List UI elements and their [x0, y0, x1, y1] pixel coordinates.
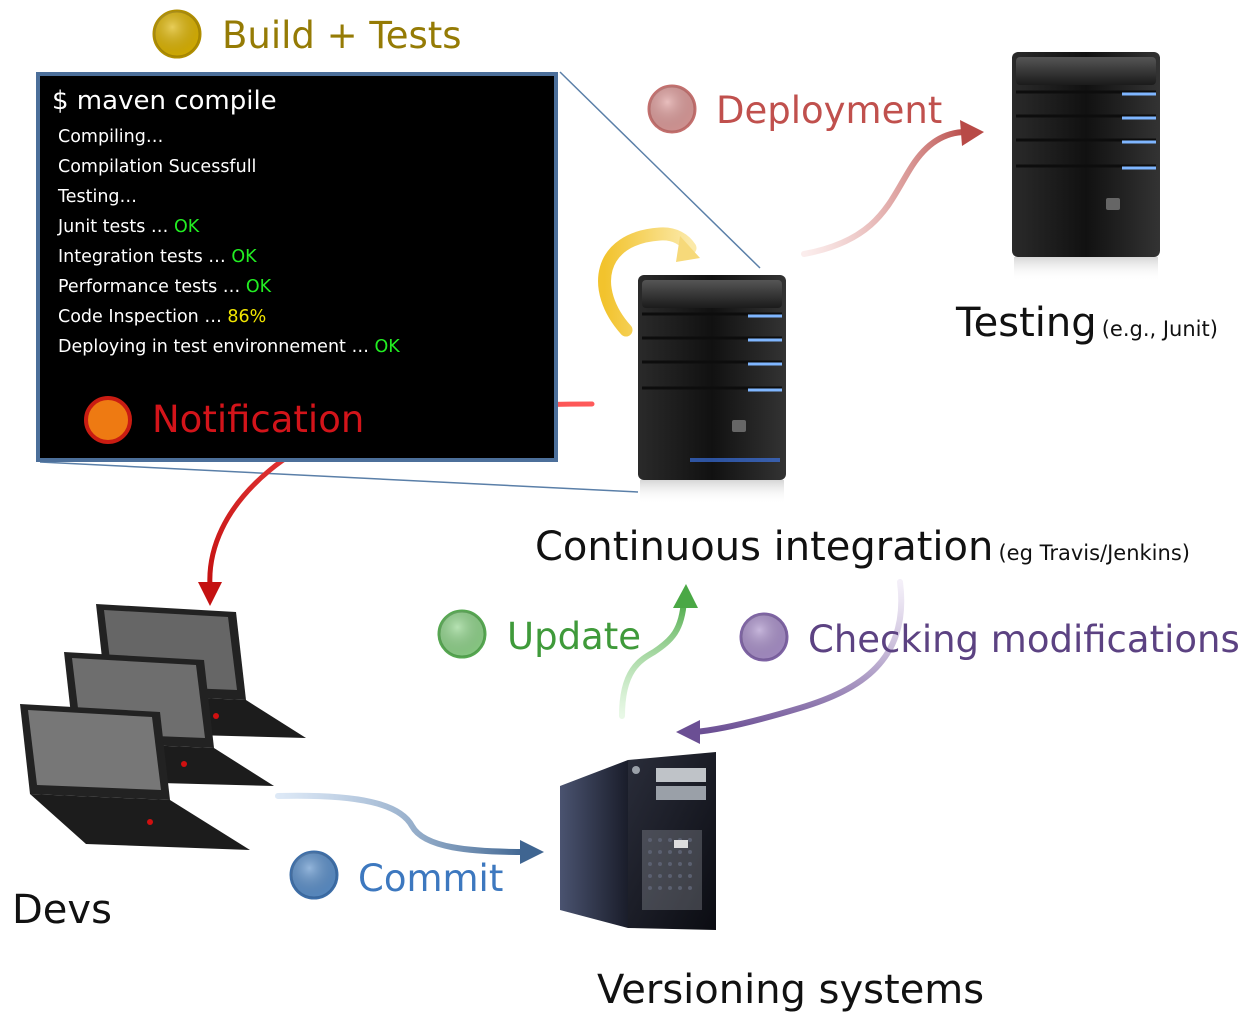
- zoom-line-top: [559, 71, 761, 269]
- commit-step-dot: [289, 850, 339, 900]
- terminal-line: Testing…: [58, 187, 138, 207]
- status-ok: OK: [231, 247, 257, 267]
- testing-server-icon: [1012, 52, 1160, 281]
- notification-label: Notification: [152, 398, 365, 441]
- status-ok: OK: [173, 217, 200, 237]
- build-step-dot: [152, 9, 202, 59]
- versioning-node-label: Versioning systems: [597, 967, 985, 1013]
- terminal-output: Compiling… Compilation Sucessfull Testin…: [58, 122, 400, 362]
- status-ok: OK: [245, 277, 272, 297]
- checking-arrow: [676, 579, 905, 744]
- terminal-line: Compilation Sucessfull: [58, 157, 257, 177]
- status-score: 86%: [227, 307, 267, 327]
- terminal-line: Performance tests … OK: [58, 277, 272, 297]
- commit-label: Commit: [358, 857, 504, 900]
- testing-node-label: Testing (e.g., Junit): [956, 300, 1218, 346]
- commit-arrow: [275, 792, 544, 864]
- terminal-line: Junit tests … OK: [58, 217, 200, 237]
- deployment-label: Deployment: [716, 89, 943, 132]
- terminal-line: Code Inspection … 86%: [58, 307, 267, 327]
- devs-node-label: Devs: [12, 887, 112, 933]
- checking-label: Checking modifications: [808, 618, 1240, 661]
- terminal-line: Deploying in test environnement … OK: [58, 337, 400, 357]
- update-step-dot: [437, 609, 487, 659]
- status-ok: OK: [374, 337, 400, 357]
- terminal-line: Integration tests … OK: [58, 247, 257, 267]
- update-label: Update: [507, 615, 641, 658]
- build-terminal: $ maven compile Compiling… Compilation S…: [36, 72, 558, 462]
- terminal-line: Compiling…: [58, 127, 164, 147]
- dev-laptops-icon: [20, 604, 306, 850]
- versioning-server-icon: [560, 752, 716, 930]
- notification-step-dot: [84, 396, 132, 444]
- terminal-command: $ maven compile: [52, 86, 277, 116]
- deployment-step-dot: [647, 84, 697, 134]
- build-label: Build + Tests: [222, 14, 462, 57]
- checking-step-dot: [739, 612, 789, 662]
- deployment-arrow: [801, 120, 984, 257]
- update-arrow: [619, 584, 698, 719]
- build-loop-arrow: [598, 227, 700, 337]
- ci-server-icon: [638, 275, 786, 504]
- ci-node-label: Continuous integration (eg Travis/Jenkin…: [535, 524, 1190, 570]
- zoom-line-bottom: [39, 461, 639, 493]
